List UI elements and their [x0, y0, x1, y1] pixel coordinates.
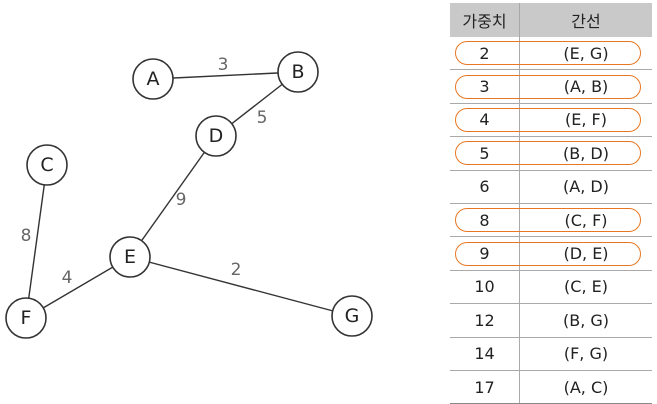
node-E: E	[109, 236, 151, 278]
cell-edge: (F, G)	[519, 337, 652, 371]
node-circle-A	[132, 58, 174, 100]
edge-D-E	[129, 135, 217, 258]
edge-weight-E-G: 2	[231, 260, 242, 280]
cell-weight: 8	[450, 203, 520, 238]
edge-weight-A-B: 3	[218, 55, 229, 75]
node-circle-G	[331, 295, 373, 337]
edge-weight-table: 가중치 간선 2(E, G)3(A, B)4(E, F)5(B, D)6(A, …	[450, 3, 652, 404]
table-row: 8(C, F)	[450, 203, 652, 238]
cell-weight: 14	[450, 337, 520, 371]
table-row: 9(D, E)	[450, 236, 652, 271]
node-circle-C	[26, 144, 68, 186]
cell-edge: (A, B)	[519, 69, 652, 104]
table-row: 2(E, G)	[450, 37, 652, 71]
cell-weight: 10	[450, 270, 520, 305]
node-B: B	[277, 51, 319, 93]
edge-weight-E-F: 4	[62, 268, 73, 288]
node-circle-B	[277, 51, 319, 93]
node-label-B: B	[291, 61, 304, 83]
node-circle-F	[5, 297, 47, 339]
table-row: 12(B, G)	[450, 303, 652, 338]
cell-weight: 4	[450, 103, 520, 138]
cell-weight: 6	[450, 170, 520, 204]
cell-weight: 3	[450, 69, 520, 104]
header-edge: 간선	[519, 3, 652, 37]
cell-edge: (C, E)	[519, 270, 652, 305]
table-header-row: 가중치 간선	[450, 3, 652, 37]
node-label-G: G	[345, 305, 360, 327]
table-row: 4(E, F)	[450, 103, 652, 138]
node-circle-E	[109, 236, 151, 278]
node-A: A	[132, 58, 174, 100]
node-D: D	[195, 115, 237, 157]
node-C: C	[26, 144, 68, 186]
node-circle-D	[195, 115, 237, 157]
cell-edge: (A, D)	[519, 170, 652, 204]
node-label-C: C	[40, 154, 53, 176]
cell-edge: (C, F)	[519, 203, 652, 238]
node-label-D: D	[209, 125, 224, 147]
edge-weight-C-F: 8	[21, 226, 32, 246]
cell-weight: 12	[450, 303, 520, 338]
edge-weight-B-D: 5	[257, 108, 268, 128]
cell-edge: (D, E)	[519, 236, 652, 271]
node-F: F	[5, 297, 47, 339]
table-row: 3(A, B)	[450, 69, 652, 104]
table-row: 14(F, G)	[450, 337, 652, 371]
cell-edge: (B, D)	[519, 136, 652, 171]
edge-A-B	[152, 71, 299, 80]
edge-weight-D-E: 9	[176, 190, 187, 210]
cell-weight: 2	[450, 37, 520, 71]
cell-edge: (A, C)	[519, 370, 652, 404]
table-row: 6(A, D)	[450, 170, 652, 204]
graph-diagram: 3 5 9 8 4 2 A B C D E F G	[5, 51, 373, 339]
header-weight: 가중치	[450, 3, 520, 37]
node-label-E: E	[124, 246, 136, 268]
table-row: 10(C, E)	[450, 270, 652, 305]
cell-edge: (E, F)	[519, 103, 652, 138]
node-G: G	[331, 295, 373, 337]
cell-edge: (B, G)	[519, 303, 652, 338]
node-label-A: A	[147, 68, 160, 90]
cell-weight: 9	[450, 236, 520, 271]
table-row: 5(B, D)	[450, 136, 652, 171]
edge-E-G	[129, 256, 353, 317]
node-label-F: F	[21, 307, 32, 329]
cell-edge: (E, G)	[519, 37, 652, 71]
edge-C-F	[25, 164, 48, 319]
cell-weight: 17	[450, 370, 520, 404]
table-row: 17(A, C)	[450, 370, 652, 404]
cell-weight: 5	[450, 136, 520, 171]
